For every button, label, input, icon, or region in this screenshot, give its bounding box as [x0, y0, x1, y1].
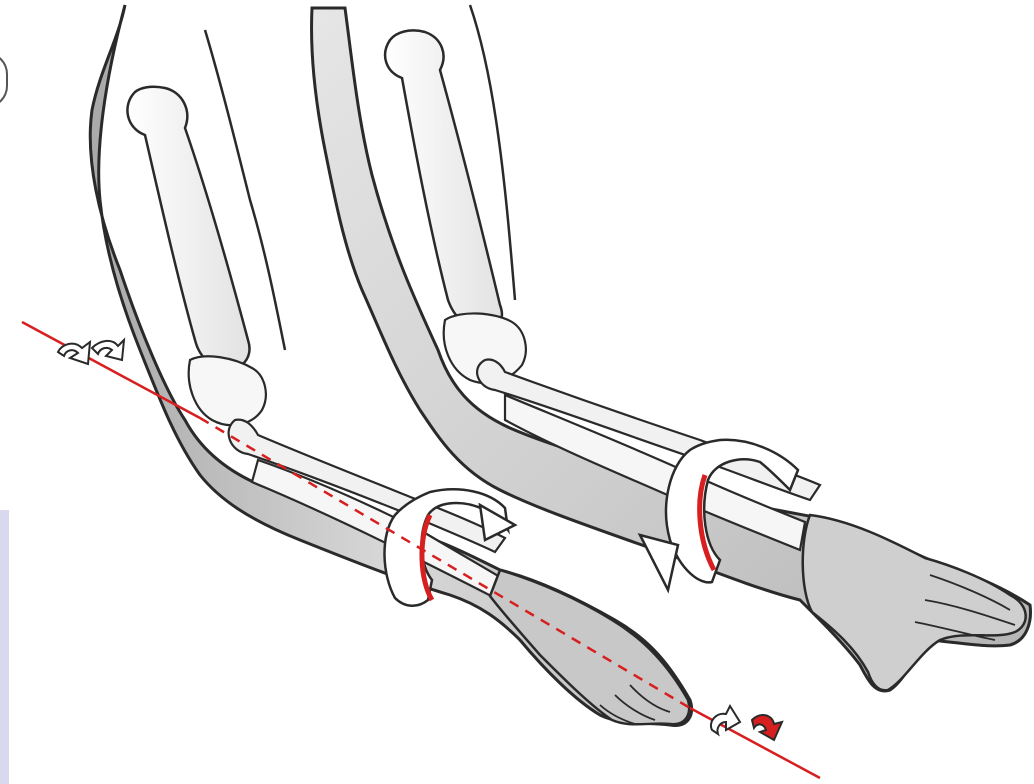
pronated-arm: [90, 5, 691, 725]
rotation-axis-line: [22, 322, 200, 418]
rotation-arrow-icon: [640, 535, 678, 590]
pronated-elbow-joint: [189, 356, 266, 425]
supinated-hand: [803, 515, 1026, 690]
rotation-arrow-icon: [711, 706, 782, 740]
